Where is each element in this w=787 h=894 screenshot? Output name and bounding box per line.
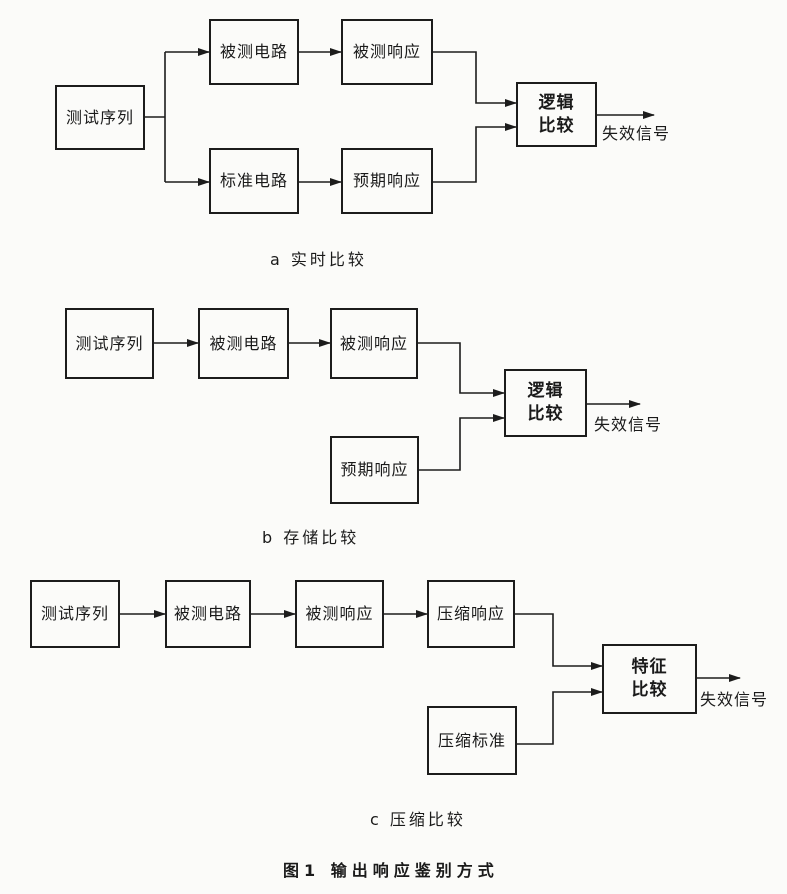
a-caption: a 实时比较 <box>270 250 367 269</box>
wire-a-expected-to-logic <box>433 123 517 183</box>
c-test-sequence-box: 测试序列 <box>30 580 120 648</box>
c-caption: c 压缩比较 <box>370 810 466 829</box>
b-caption: b 存储比较 <box>262 528 360 547</box>
a-test-sequence-box: 测试序列 <box>55 85 145 150</box>
c-circuit-under-test-box: 被测电路 <box>165 580 251 648</box>
wire-b-measured-to-logic <box>418 342 505 397</box>
a-measured-response-box: 被测响应 <box>341 19 433 85</box>
c-measured-response-box: 被测响应 <box>295 580 384 648</box>
a-logic-compare-box: 逻辑 比较 <box>516 82 597 147</box>
a-logic-compare-line1: 逻辑 <box>538 92 575 113</box>
b-measured-response-box: 被测响应 <box>330 308 418 379</box>
c-feature-compare-line2: 比较 <box>631 680 668 700</box>
b-logic-compare-line2: 比较 <box>527 404 564 424</box>
b-test-sequence-box: 测试序列 <box>65 308 154 379</box>
a-circuit-under-test-box: 被测电路 <box>209 19 299 85</box>
b-logic-compare-line1: 逻辑 <box>527 381 564 402</box>
b-circuit-under-test-box: 被测电路 <box>198 308 289 379</box>
figure-caption: 图1 输出响应鉴别方式 <box>283 861 499 880</box>
a-expected-response-box: 预期响应 <box>341 148 433 214</box>
a-failure-signal-label: 失效信号 <box>602 124 671 143</box>
b-failure-signal-label: 失效信号 <box>594 415 663 434</box>
wire-b-expected-to-logic <box>419 414 505 471</box>
c-compressed-reference-box: 压缩标准 <box>427 706 517 775</box>
wire-a-measured-to-logic <box>433 51 517 107</box>
c-feature-compare-line1: 特征 <box>631 657 668 678</box>
c-feature-compare-box: 特征 比较 <box>602 644 697 714</box>
a-logic-compare-line2: 比较 <box>538 115 575 136</box>
c-compressed-response-box: 压缩响应 <box>427 580 515 648</box>
wire-c-reference-to-feature <box>517 688 603 745</box>
a-reference-circuit-box: 标准电路 <box>209 148 299 214</box>
b-expected-response-box: 预期响应 <box>330 436 419 504</box>
wire-c-compressed-to-feature <box>515 613 603 670</box>
wire-a-split <box>145 52 166 182</box>
c-failure-signal-label: 失效信号 <box>700 690 769 709</box>
b-logic-compare-box: 逻辑 比较 <box>504 369 587 437</box>
